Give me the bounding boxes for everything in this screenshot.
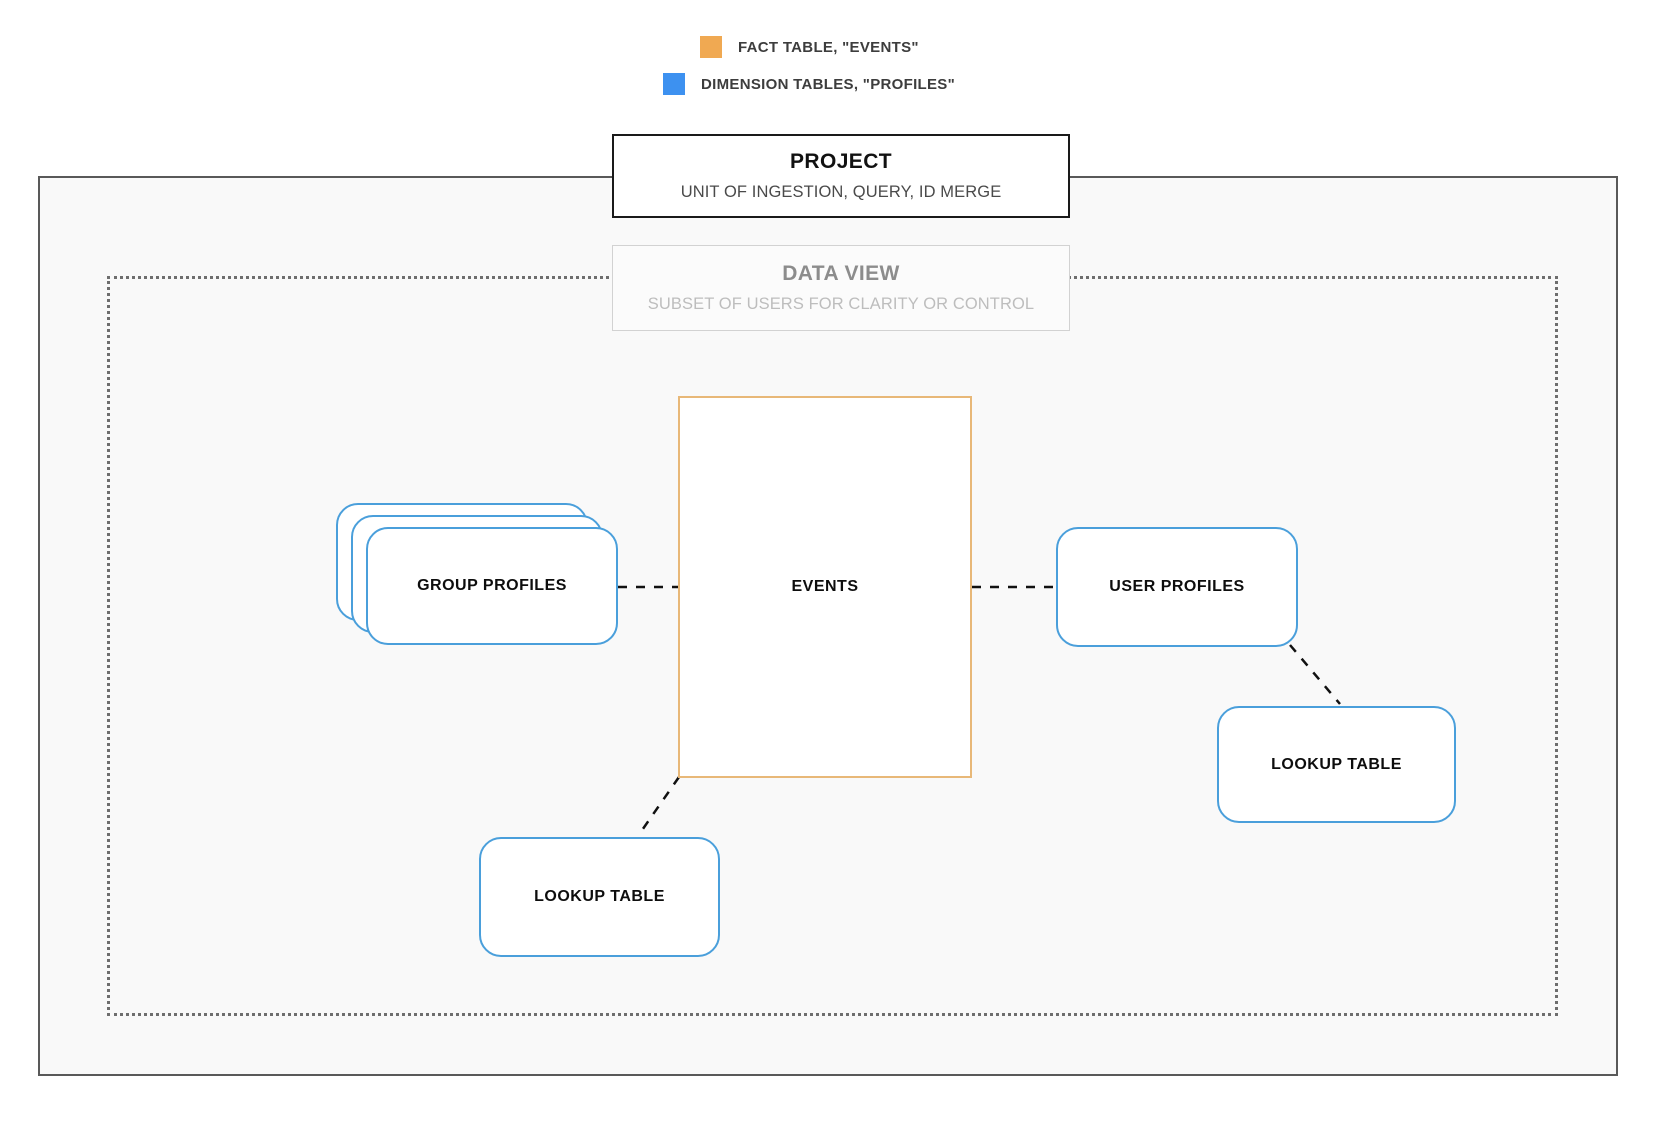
orange-square-swatch: [700, 36, 722, 58]
node-user-profiles[interactable]: USER PROFILES: [1056, 527, 1298, 647]
node-lookup-table-right[interactable]: LOOKUP TABLE: [1217, 706, 1456, 823]
blue-square-swatch: [663, 73, 685, 95]
node-label-events: EVENTS: [791, 578, 859, 595]
data-view-subtitle: SUBSET OF USERS FOR CLARITY OR CONTROL: [647, 295, 1035, 313]
node-lookup-table-left[interactable]: LOOKUP TABLE: [479, 837, 720, 957]
node-label-group-profiles: GROUP PROFILES: [417, 577, 567, 594]
legend-label-dimension-tables: DIMENSION TABLES, "PROFILES": [701, 75, 956, 93]
project-subtitle: UNIT OF INGESTION, QUERY, ID MERGE: [680, 183, 1002, 201]
legend-label-fact-table: FACT TABLE, "EVENTS": [738, 38, 919, 56]
node-label-lookup-table-right: LOOKUP TABLE: [1271, 755, 1402, 773]
node-label-user-profiles: USER PROFILES: [1109, 578, 1245, 595]
data-view-header-box: DATA VIEW SUBSET OF USERS FOR CLARITY OR…: [612, 245, 1070, 331]
data-view-title: DATA VIEW: [782, 262, 900, 285]
node-events-fact-table[interactable]: EVENTS: [678, 396, 972, 778]
project-header-box: PROJECT UNIT OF INGESTION, QUERY, ID MER…: [612, 134, 1070, 218]
node-label-lookup-table-left: LOOKUP TABLE: [534, 888, 665, 905]
legend-item-dimension-tables: DIMENSION TABLES, "PROFILES": [663, 73, 955, 95]
node-group-profiles-stack[interactable]: GROUP PROFILES: [336, 503, 626, 668]
legend-item-fact-table: FACT TABLE, "EVENTS": [700, 36, 919, 58]
group-profiles-card-front[interactable]: GROUP PROFILES: [366, 527, 618, 645]
project-title: PROJECT: [790, 150, 892, 173]
